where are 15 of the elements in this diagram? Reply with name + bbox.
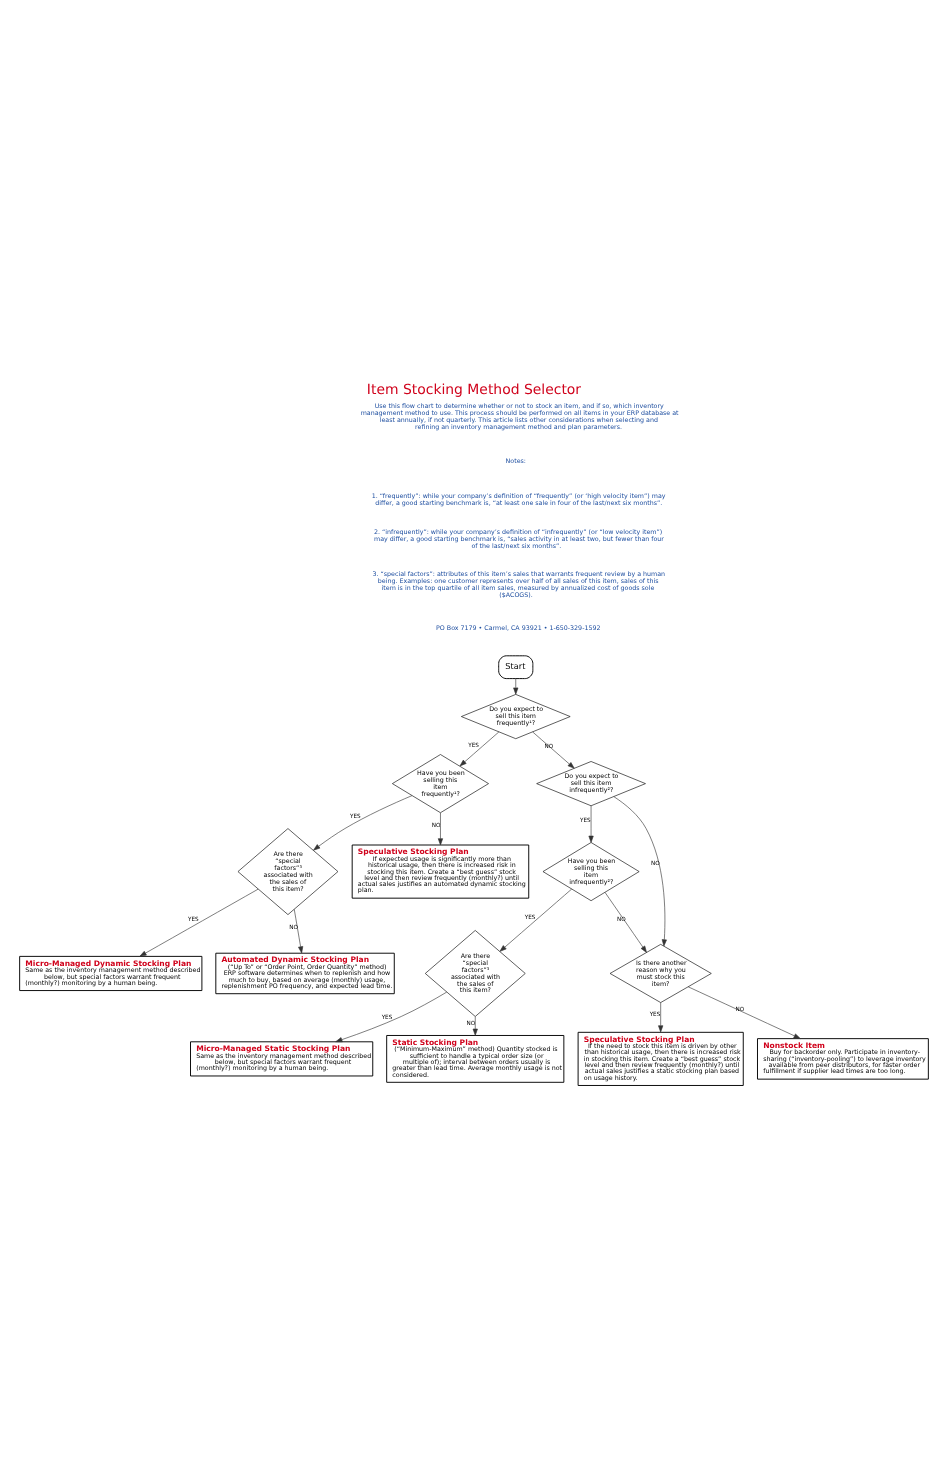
arrow xyxy=(437,811,443,845)
arrow xyxy=(472,1015,478,1035)
arrow xyxy=(532,730,575,768)
arrow xyxy=(139,887,259,956)
arrow xyxy=(459,730,500,766)
arrow xyxy=(588,804,594,842)
arrow xyxy=(658,1001,664,1032)
arrow xyxy=(293,908,304,953)
arrow xyxy=(687,985,801,1038)
arrow xyxy=(513,677,519,694)
arrow xyxy=(613,795,667,946)
arrow xyxy=(604,891,647,952)
arrow xyxy=(313,794,413,850)
arrow xyxy=(335,990,448,1042)
arrow xyxy=(499,887,572,951)
